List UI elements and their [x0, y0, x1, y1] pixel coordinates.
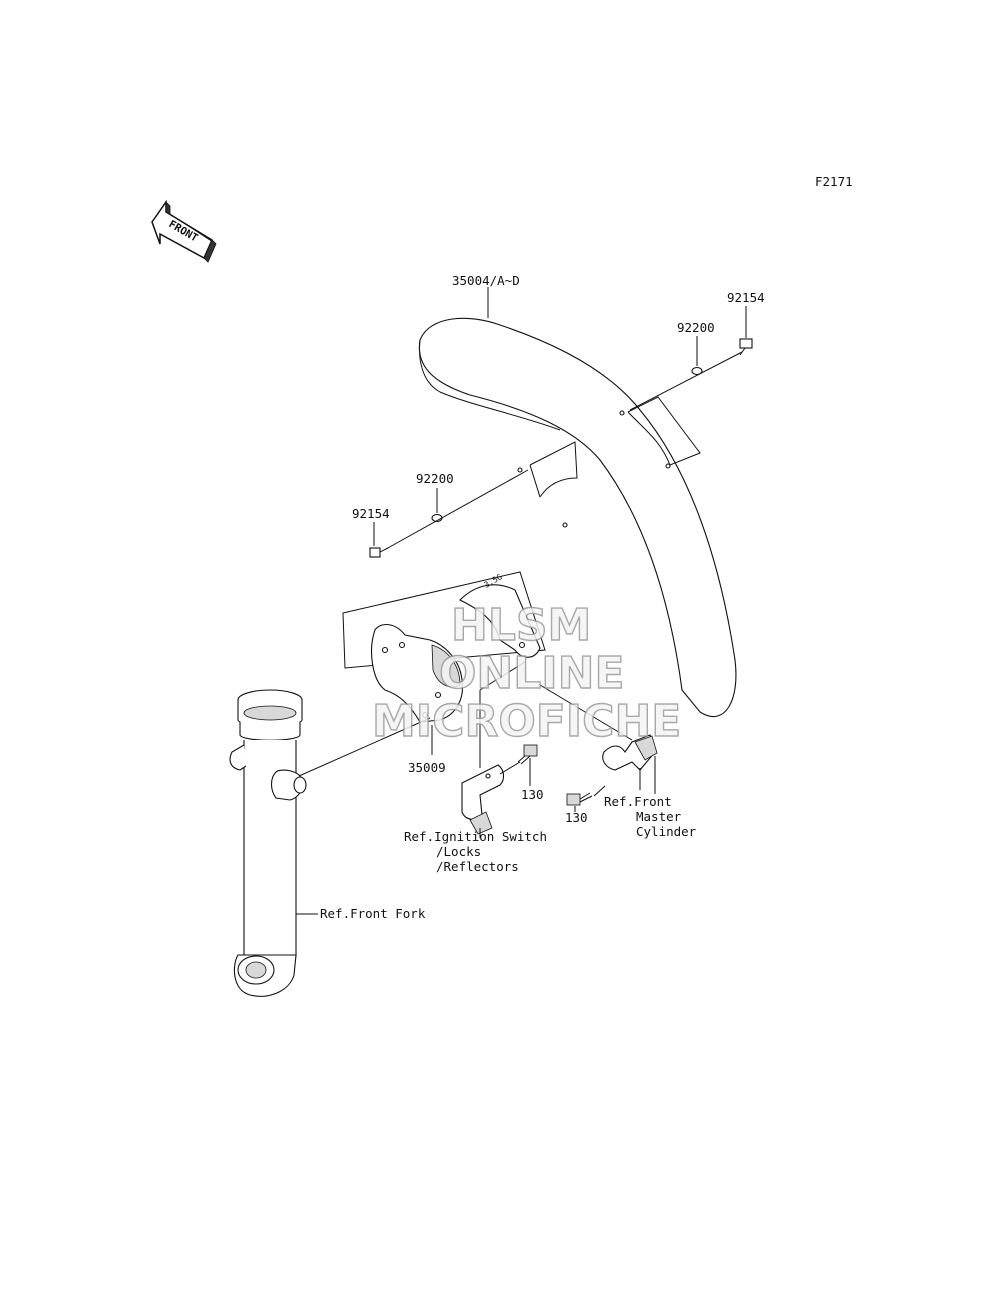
bracket-callout: 35009 — [408, 760, 446, 775]
bolt-130-b — [566, 792, 593, 806]
bolt-left-callout: 92154 — [352, 506, 390, 521]
svg-text:ONLINE: ONLINE — [439, 648, 625, 699]
bolt-130-b-callout: 130 — [565, 810, 588, 825]
washer-left-callout: 92200 — [416, 471, 454, 486]
bolt-right-callout: 92154 — [727, 290, 765, 305]
front-fork — [229, 689, 307, 997]
ref-fork-callout: Ref.Front Fork — [320, 906, 426, 921]
front-fender — [418, 317, 737, 718]
svg-text:MICROFICHE: MICROFICHE — [372, 696, 681, 747]
front-arrow-icon: FRONT — [151, 199, 217, 263]
svg-text:Ref.Ignition Switch: Ref.Ignition Switch — [404, 829, 547, 844]
bolt-130-a-callout: 130 — [521, 787, 544, 802]
svg-text:Master: Master — [636, 809, 682, 824]
ref-ignition-callout: Ref.Ignition Switch /Locks /Reflectors — [404, 829, 547, 874]
bolt-130-a — [517, 744, 538, 765]
bolt-right — [739, 338, 753, 356]
ref-master-callout: Ref.Front Master Cylinder — [604, 794, 697, 839]
fender-callout: 35004/A~D — [452, 273, 520, 288]
svg-text:Ref.Front: Ref.Front — [604, 794, 672, 809]
svg-text:Cylinder: Cylinder — [636, 824, 697, 839]
ignition-bracket — [461, 764, 505, 835]
fender-bracket: 3.5G — [342, 571, 546, 723]
svg-text:HLSM: HLSM — [451, 600, 591, 651]
bolt-left — [369, 547, 389, 558]
washer-right — [691, 366, 703, 376]
watermark: HLSM ONLINE MICROFICHE — [371, 599, 682, 747]
figure-code: F2171 — [815, 174, 853, 189]
washer-right-callout: 92200 — [677, 320, 715, 335]
svg-text:/Locks: /Locks — [436, 844, 481, 859]
master-cylinder-bracket — [602, 734, 658, 790]
svg-text:/Reflectors: /Reflectors — [436, 859, 519, 874]
